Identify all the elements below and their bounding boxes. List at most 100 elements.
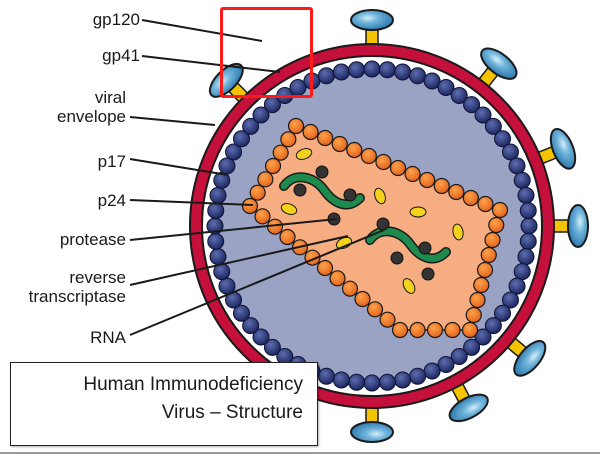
p24-bead [272, 144, 289, 161]
gp120-cap [567, 204, 589, 248]
p24-bead [254, 208, 271, 225]
enzyme-reverse-transcriptase [315, 165, 329, 179]
p17-bead [517, 248, 535, 266]
p17-bead [225, 143, 243, 161]
leader-line [129, 229, 385, 336]
p24-bead [317, 129, 334, 147]
p17-bead [519, 202, 537, 220]
p24-bead [433, 177, 450, 195]
enzyme-reverse-transcriptase [293, 183, 307, 197]
gp120-cap [350, 9, 394, 31]
p17-bead [484, 117, 502, 135]
enzyme-reverse-transcriptase [421, 267, 435, 281]
p17-bead [494, 304, 512, 322]
p17-bead [394, 371, 412, 389]
p24-bead [366, 301, 384, 318]
p17-bead [209, 186, 227, 204]
protease-oval [295, 148, 313, 160]
leader-line [129, 158, 229, 176]
leader-line [129, 218, 338, 241]
p24-bead [473, 276, 490, 294]
p17-bead [409, 67, 427, 85]
p24-bead [341, 280, 359, 297]
p17-bead [508, 157, 526, 175]
p24-bead [257, 171, 274, 188]
p24-bead [426, 321, 444, 339]
label-leader-lines [129, 19, 385, 336]
p17-bead [463, 338, 481, 356]
p17-bead [474, 106, 492, 124]
p24-bead [419, 171, 436, 189]
p24-bead [280, 131, 297, 148]
p24-capsid-beads [241, 117, 509, 339]
p24-bead [444, 321, 461, 339]
p24-bead [491, 201, 509, 219]
enzyme-reverse-transcriptase [376, 217, 390, 231]
p17-bead [332, 371, 350, 389]
label-transcriptase-line: transcriptase [28, 287, 126, 306]
p17-bead [463, 96, 481, 114]
gp120-cap [208, 62, 244, 98]
p24-bead [461, 321, 479, 339]
p17-bead [348, 373, 366, 391]
p24-bead [389, 159, 407, 177]
p17-bead [363, 374, 381, 392]
p17-bead [209, 248, 227, 266]
label-protease: protease [59, 230, 126, 249]
p17-bead [252, 328, 270, 346]
p24-bead [480, 246, 497, 264]
p17-bead [519, 232, 537, 250]
title-line-1: Human Immunodeficiency [83, 374, 303, 395]
p17-bead [317, 367, 335, 385]
label-viral-envelope-line2: envelope [56, 107, 126, 126]
rna-strand [280, 173, 364, 208]
p24-bead [379, 311, 396, 328]
p17-bead [437, 355, 455, 373]
viral-envelope-fill [191, 45, 553, 407]
p17-bead [517, 186, 535, 204]
p17-bead [494, 130, 512, 148]
p24-bead [465, 306, 482, 324]
enzyme-reverse-transcriptase [343, 188, 357, 202]
label-viral-envelope: viral envelope [57, 88, 126, 126]
p17-bead [409, 367, 427, 385]
p17-bead [474, 328, 492, 346]
p24-bead [469, 291, 486, 309]
leader-line [129, 235, 349, 286]
p17-bead [348, 61, 366, 79]
p24-bead [462, 189, 479, 207]
p17-bead [263, 338, 281, 356]
p24-bead [354, 290, 371, 308]
label-rna: RNA [90, 328, 126, 347]
p17-bead [332, 63, 350, 81]
label-reverse-transcriptase: reverse transcriptase [29, 268, 126, 306]
label-gp120: gp120 [92, 10, 140, 29]
enzyme-reverse-transcriptase [390, 251, 404, 265]
p17-bead [513, 171, 531, 189]
p17-bead [394, 63, 412, 81]
label-viral-envelope-line1: viral [94, 88, 126, 107]
gp120-cap [549, 128, 577, 170]
protease-oval [402, 278, 416, 294]
p17-bead [207, 232, 225, 250]
p17-bead [450, 348, 468, 366]
highlight-box [220, 7, 313, 98]
p17-bead [484, 317, 502, 335]
label-reverse-line: reverse [69, 268, 126, 287]
p24-bead [488, 216, 505, 234]
p17-bead [242, 117, 260, 135]
p17-bead [423, 72, 441, 90]
p17-bead [232, 304, 250, 322]
p17-bead [378, 61, 396, 79]
label-p17: p17 [97, 152, 126, 171]
p24-bead [375, 153, 392, 171]
p17-bead [501, 143, 519, 161]
p17-bead [513, 263, 531, 281]
p24-bead [391, 321, 409, 339]
p24-bead [360, 147, 377, 165]
protease-oval [280, 203, 298, 215]
p24-bead [249, 184, 266, 201]
p17-bead [378, 373, 396, 391]
title-box: Human Immunodeficiency Virus – Structure [10, 362, 318, 446]
